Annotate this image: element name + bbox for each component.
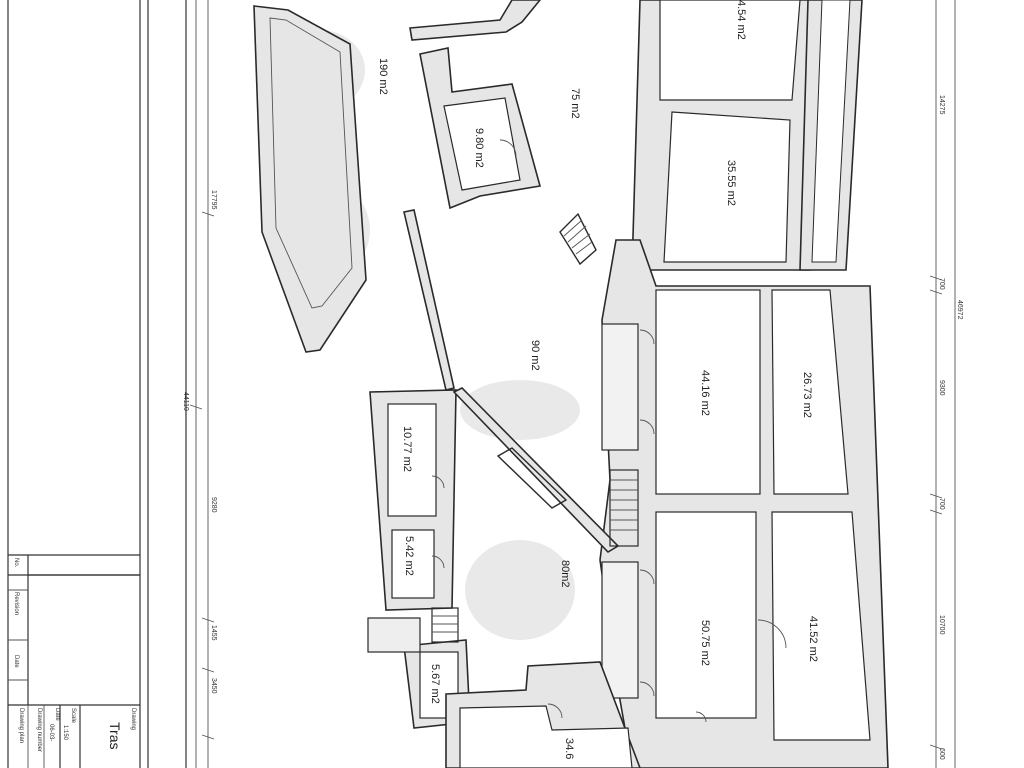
dim-right-e: 10700 bbox=[938, 615, 945, 635]
dim-left-a: 1455 bbox=[210, 625, 217, 641]
tb-drawing-title: Tras bbox=[107, 722, 123, 749]
tb-date-label: Date bbox=[13, 655, 19, 668]
dim-left-mid: 9280 bbox=[210, 497, 217, 513]
room-label-35-55: 35.55 m2 bbox=[725, 160, 737, 206]
tb-revision-label: Revision bbox=[13, 592, 19, 615]
tb-scale-value: 1:150 bbox=[62, 725, 68, 741]
tb-date-field-label: Date bbox=[54, 708, 60, 721]
room-label-90: 90 m2 bbox=[529, 340, 541, 371]
room-label-80: 80m2 bbox=[559, 560, 571, 588]
tb-date-value: 06-03- bbox=[48, 724, 54, 741]
stairs bbox=[431, 212, 639, 643]
room-label-50-75: 50.75 m2 bbox=[699, 620, 711, 666]
room-label-26-73: 26.73 m2 bbox=[801, 372, 813, 418]
room-label-5-67: 5.67 m2 bbox=[429, 664, 441, 704]
building-walls bbox=[367, 0, 889, 768]
room-label-44-16: 44.16 m2 bbox=[699, 370, 711, 416]
room-label-9-80: 9.80 m2 bbox=[473, 128, 485, 168]
dim-right-total: 46972 bbox=[956, 300, 963, 320]
room-label-34-6: 34.6 bbox=[563, 738, 575, 759]
dim-right-d: 700 bbox=[938, 498, 945, 510]
tb-drawing-plan-label: Drawing plan bbox=[18, 708, 24, 743]
doors bbox=[431, 139, 787, 723]
right-dimension-chain: 46972 14275 700 9300 700 10700 600 bbox=[929, 0, 963, 768]
room-label-5-42: 5.42 m2 bbox=[403, 536, 415, 576]
dim-right-f: 600 bbox=[938, 748, 945, 760]
tb-drawing-number-label: Drawing number bbox=[36, 708, 42, 752]
tb-scale-label: Scale bbox=[70, 708, 76, 724]
dim-right-a: 14275 bbox=[938, 95, 945, 115]
dim-left-b: 3450 bbox=[210, 678, 217, 694]
dim-left-total: 44110 bbox=[182, 392, 189, 411]
dim-right-c: 9300 bbox=[938, 380, 945, 396]
left-dimension-chain: 44110 17795 9280 1455 3450 bbox=[182, 0, 217, 768]
room-label-75: 75 m2 bbox=[569, 88, 581, 119]
tb-drawing-label: Drawing bbox=[130, 708, 136, 730]
room-label-190: 190 m2 bbox=[377, 58, 389, 95]
dim-right-b: 700 bbox=[938, 278, 945, 290]
room-label-10-77: 10.77 m2 bbox=[401, 426, 413, 472]
tb-no-label: No. bbox=[13, 558, 19, 568]
planter-bed bbox=[253, 5, 367, 353]
title-block: No. Revision Date Drawing Tras Scale 1:1… bbox=[7, 0, 187, 768]
dim-left-top: 17795 bbox=[210, 190, 217, 210]
room-label-41-52: 41.52 m2 bbox=[807, 616, 819, 662]
room-label-4-54: 4.54 m2 bbox=[735, 0, 747, 40]
room-labels: 4.54 m2 75 m2 190 m2 9.80 m2 35.55 m2 90… bbox=[377, 0, 819, 759]
